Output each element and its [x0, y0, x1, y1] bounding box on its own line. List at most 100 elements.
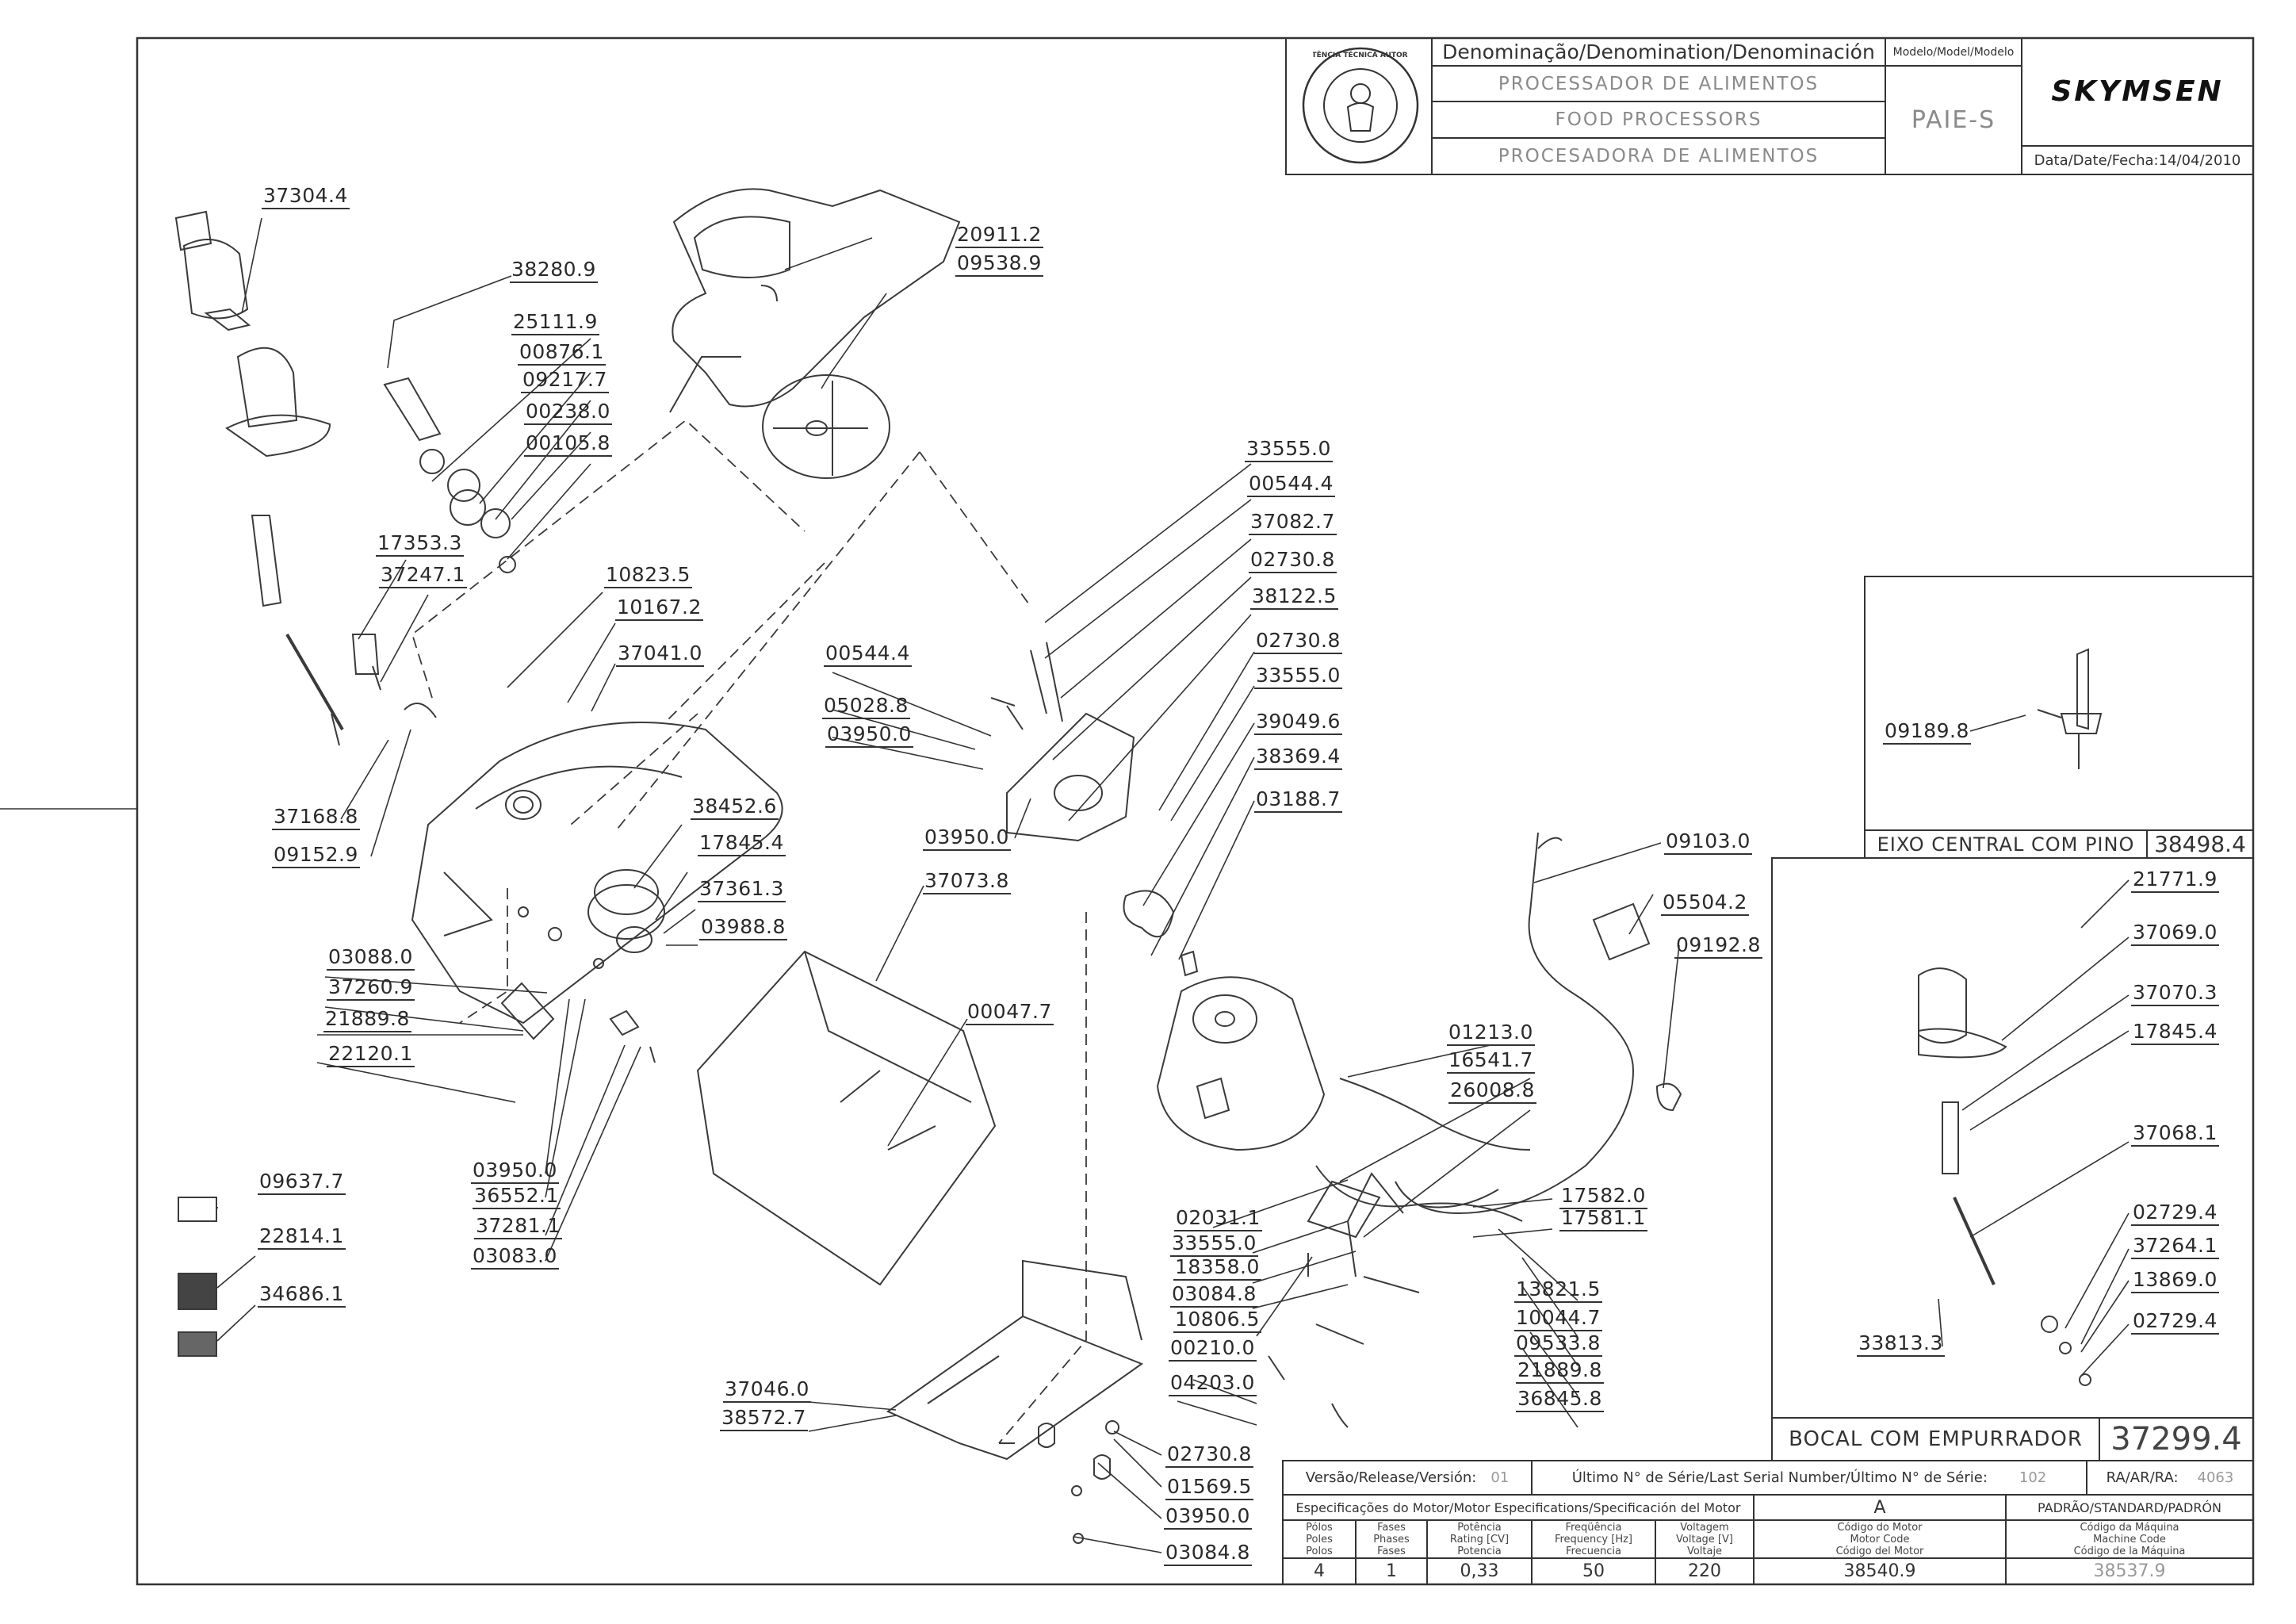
- part-label: 36845.8: [1516, 1388, 1604, 1412]
- part-label: 38280.9: [510, 259, 598, 283]
- part-label: 02031.1: [1174, 1207, 1262, 1231]
- part-label: 25111.9: [511, 311, 599, 335]
- part-label: 03188.7: [1254, 788, 1342, 813]
- bocal-inset-frame: [1771, 857, 2254, 1461]
- part-label: 37073.8: [923, 870, 1011, 894]
- part-label: 00544.4: [824, 642, 912, 667]
- part-label: 03950.0: [825, 723, 913, 748]
- denomination-header: Denominação/Denomination/Denominación: [1442, 40, 1875, 63]
- part-label: 04203.0: [1169, 1372, 1257, 1396]
- sticker-09637-shape: [178, 1197, 217, 1222]
- part-label: 02730.8: [1254, 630, 1342, 654]
- part-label: 00210.0: [1169, 1337, 1257, 1362]
- part-label: 03988.8: [699, 916, 787, 940]
- part-label: 22120.1: [327, 1043, 415, 1067]
- part-label: 03950.0: [923, 826, 1011, 851]
- part-label: 37168.8: [272, 806, 360, 830]
- part-label: 37304.4: [262, 185, 350, 209]
- part-label: 02730.8: [1249, 549, 1337, 573]
- part-label: 33555.0: [1170, 1232, 1258, 1257]
- part-label: 38452.6: [691, 795, 779, 820]
- part-label: 37264.1: [2131, 1235, 2219, 1259]
- model-header: Modelo/Model/Modelo: [1892, 45, 2015, 59]
- part-label: 33813.3: [1857, 1332, 1945, 1357]
- part-label: 01569.5: [1165, 1476, 1253, 1500]
- part-label: 09192.8: [1674, 934, 1762, 959]
- part-label: 10167.2: [615, 596, 703, 621]
- motor-value-machine-code: 38537.9: [2093, 1561, 2166, 1581]
- part-label: 20911.2: [955, 224, 1043, 248]
- release-value: 01: [1490, 1469, 1510, 1486]
- part-label: 21771.9: [2131, 868, 2219, 893]
- part-label: 33555.0: [1245, 438, 1333, 462]
- part-label: 03083.0: [471, 1245, 559, 1270]
- brand-logo: SKYMSEN: [2051, 75, 2224, 108]
- serial-row: Último N° de Série/Last Serial Number/Úl…: [1532, 1461, 2087, 1495]
- part-label: 03950.0: [1164, 1505, 1252, 1530]
- part-label: 37041.0: [616, 642, 704, 667]
- variant-letter: A: [1873, 1497, 1886, 1518]
- part-label: 00047.7: [966, 1001, 1054, 1025]
- part-label: 38572.7: [720, 1407, 808, 1431]
- part-label: 17353.3: [376, 532, 464, 557]
- footer-table-frame: [1282, 1460, 2254, 1585]
- part-label: 17581.1: [1559, 1207, 1647, 1231]
- ra-label: RA/AR/RA:: [2106, 1469, 2179, 1486]
- part-label: 00238.0: [524, 400, 612, 425]
- part-label: 03084.8: [1170, 1283, 1258, 1308]
- motor-value-phases: 1: [1386, 1561, 1397, 1581]
- part-label: 10044.7: [1514, 1307, 1602, 1331]
- part-label: 33555.0: [1254, 665, 1342, 689]
- part-label: 03950.0: [471, 1159, 559, 1184]
- part-label: 18358.0: [1173, 1256, 1261, 1281]
- standard-label: PADRÃO/STANDARD/PADRÓN: [2038, 1500, 2221, 1515]
- part-label: 02729.4: [2131, 1310, 2219, 1335]
- bocal-inset-caption: BOCAL COM EMPURRADOR: [1789, 1427, 2083, 1451]
- motor-value-poles: 4: [1314, 1561, 1325, 1581]
- part-label: 03084.8: [1164, 1542, 1252, 1566]
- title-block-frame: [1285, 37, 2254, 175]
- part-label: 17582.0: [1559, 1185, 1647, 1209]
- ra-value: 4063: [2197, 1469, 2234, 1486]
- slicing-disc-shape: [762, 374, 890, 479]
- shaft-inset-code: 38498.4: [2154, 831, 2246, 857]
- authorized-service-seal: [1302, 47, 1419, 164]
- ra-row: RA/AR/RA: 4063: [2087, 1461, 2253, 1495]
- part-label: 00544.4: [1247, 473, 1335, 497]
- part-label: 03088.0: [327, 946, 415, 971]
- part-label: 09189.8: [1883, 720, 1971, 745]
- part-label: 37361.3: [698, 878, 786, 902]
- seal-text: ASSISTÊNCIA TÉCNICA AUTORIZADA: [1313, 52, 1408, 59]
- part-label: 09533.8: [1514, 1332, 1602, 1357]
- release-label: Versão/Release/Versión:: [1305, 1469, 1477, 1486]
- part-label: 37068.1: [2131, 1122, 2219, 1147]
- motor-value-motor-code: 38540.9: [1843, 1561, 1916, 1581]
- part-label: 09152.9: [272, 844, 360, 868]
- motor-value-voltage: 220: [1688, 1561, 1721, 1581]
- part-label: 02730.8: [1165, 1443, 1253, 1468]
- part-label: 36552.1: [473, 1185, 561, 1209]
- serial-label: Último N° de Série/Last Serial Number/Úl…: [1571, 1469, 1988, 1486]
- part-label: 38369.4: [1254, 745, 1342, 770]
- part-label: 37082.7: [1249, 511, 1337, 535]
- model-value: PAIE-S: [1911, 106, 1996, 134]
- part-label: 17845.4: [2131, 1021, 2219, 1045]
- sticker-22814-shape: [178, 1273, 217, 1310]
- part-label: 37247.1: [379, 564, 467, 588]
- product-name-en: FOOD PROCESSORS: [1555, 109, 1762, 130]
- part-label: 13821.5: [1514, 1278, 1602, 1303]
- part-label: 17845.4: [698, 832, 786, 856]
- part-label: 16541.7: [1447, 1049, 1535, 1074]
- part-label: 02729.4: [2131, 1201, 2219, 1226]
- part-label: 37069.0: [2131, 921, 2219, 946]
- product-name-es: PROCESADORA DE ALIMENTOS: [1498, 146, 1820, 167]
- part-label: 39049.6: [1254, 710, 1342, 735]
- part-label: 21889.8: [323, 1008, 411, 1032]
